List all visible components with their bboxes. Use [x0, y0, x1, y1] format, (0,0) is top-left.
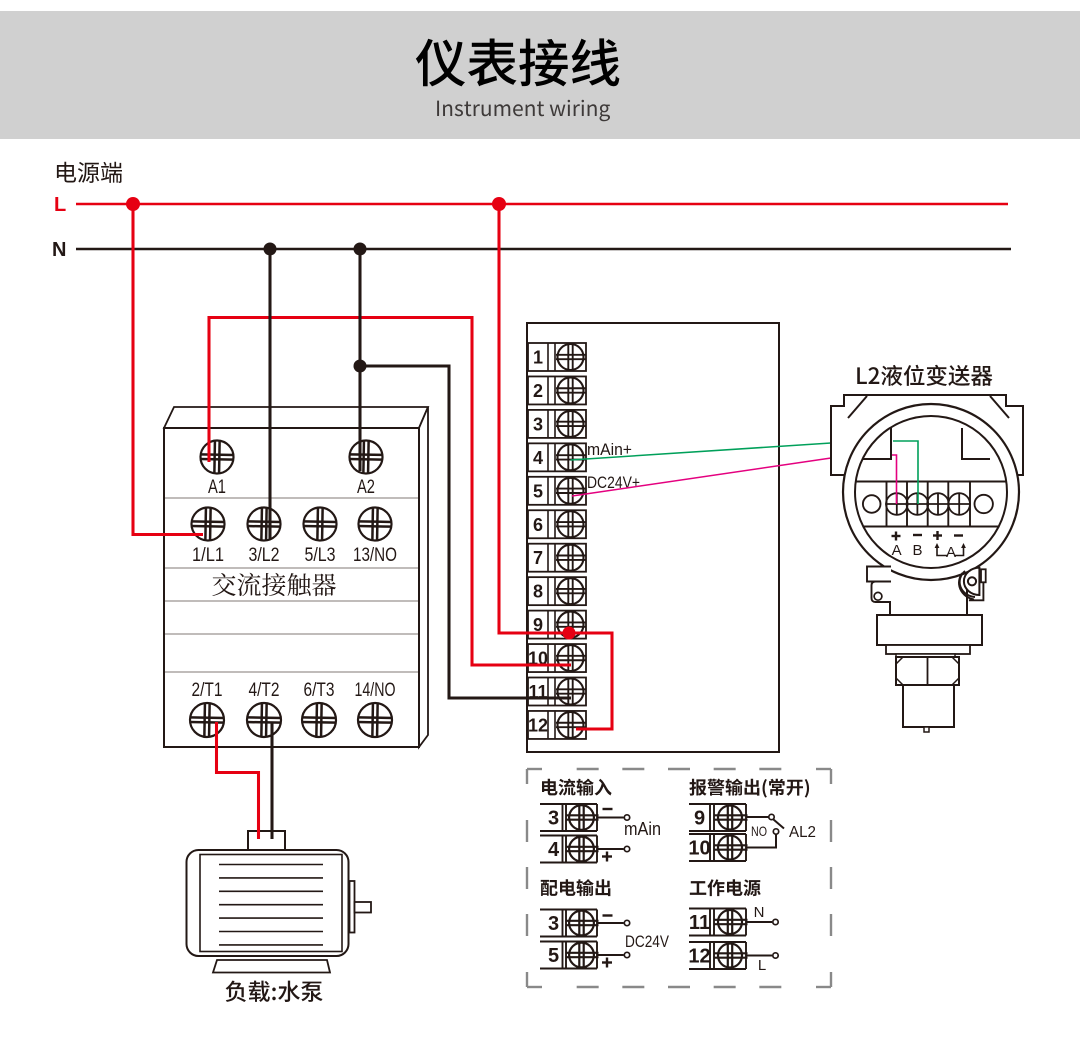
- svg-text:6: 6: [533, 515, 543, 535]
- svg-text:A2: A2: [357, 477, 375, 498]
- svg-text:1/L1: 1/L1: [192, 545, 224, 566]
- svg-text:B: B: [912, 542, 922, 559]
- svg-text:L: L: [758, 957, 766, 974]
- svg-text:mAin: mAin: [624, 819, 661, 839]
- svg-text:N: N: [754, 904, 765, 921]
- svg-text:10: 10: [688, 838, 710, 860]
- svg-text:12: 12: [528, 715, 548, 735]
- svg-text:3: 3: [533, 414, 543, 434]
- svg-text:5: 5: [548, 945, 559, 967]
- svg-text:DC24V: DC24V: [625, 933, 669, 951]
- svg-text:5: 5: [533, 481, 543, 501]
- svg-text:9: 9: [533, 615, 543, 635]
- svg-text:A: A: [892, 542, 902, 559]
- svg-text:3: 3: [548, 808, 559, 830]
- svg-text:3/L2: 3/L2: [249, 545, 280, 566]
- svg-text:8: 8: [533, 582, 543, 602]
- svg-text:4: 4: [548, 839, 560, 861]
- svg-text:2/T1: 2/T1: [192, 680, 223, 701]
- svg-text:A1: A1: [208, 477, 226, 498]
- svg-text:mAin+: mAin+: [587, 440, 632, 459]
- svg-text:12: 12: [688, 946, 710, 968]
- svg-text:5/L3: 5/L3: [305, 545, 336, 566]
- svg-text:14/NO: 14/NO: [355, 680, 396, 701]
- svg-text:4: 4: [533, 448, 543, 468]
- svg-text:9: 9: [694, 808, 705, 830]
- svg-text:L: L: [54, 194, 66, 216]
- svg-text:6/T3: 6/T3: [304, 680, 335, 701]
- svg-text:N: N: [52, 239, 66, 261]
- svg-text:7: 7: [533, 548, 543, 568]
- svg-text:13/NO: 13/NO: [353, 545, 397, 566]
- svg-text:1: 1: [533, 348, 543, 368]
- svg-text:11: 11: [689, 912, 710, 934]
- svg-text:NO: NO: [751, 823, 767, 839]
- svg-text:4/T2: 4/T2: [249, 680, 280, 701]
- svg-text:A: A: [946, 544, 956, 561]
- svg-text:3: 3: [548, 913, 559, 935]
- svg-text:AL2: AL2: [789, 824, 816, 841]
- svg-text:2: 2: [533, 381, 543, 401]
